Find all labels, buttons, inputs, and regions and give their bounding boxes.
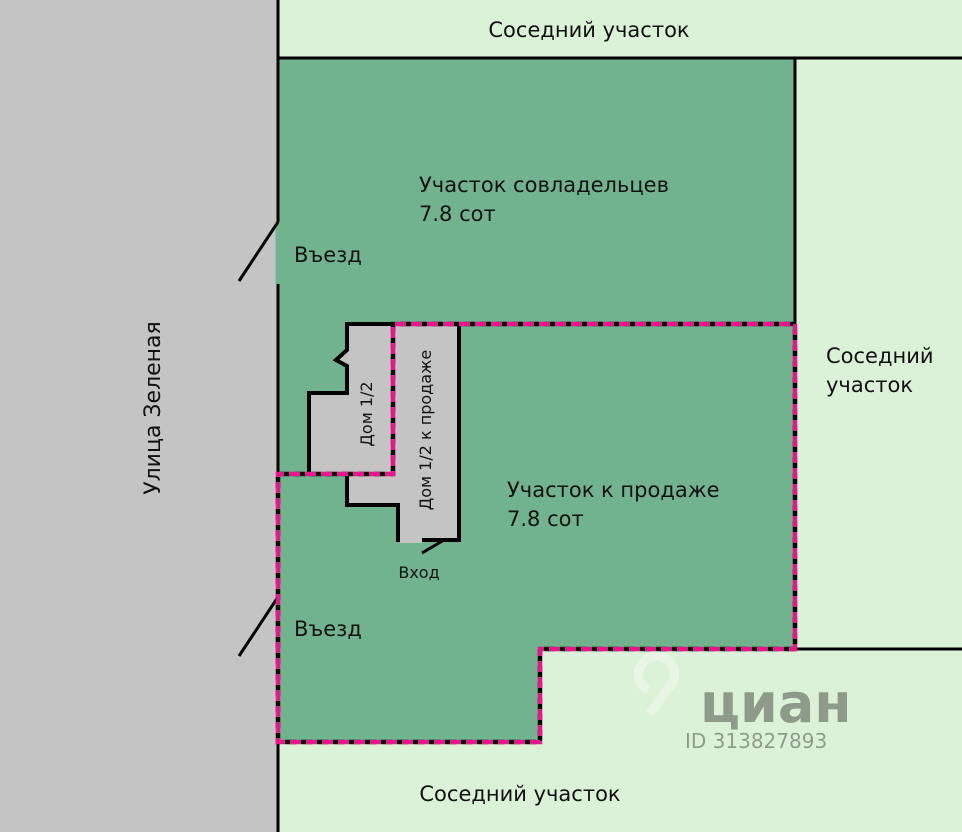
street-area [0, 0, 278, 832]
house-door-gap [400, 538, 422, 543]
entrance-upper-label: Въезд [294, 243, 362, 267]
house-half-label: Дом 1/2 [357, 381, 376, 446]
sale-plot-area: 7.8 сот [507, 507, 584, 531]
location-pin-icon [634, 651, 679, 717]
neighbor-plot-top [279, 0, 962, 58]
entrance-lower-label: Въезд [294, 617, 362, 641]
sale-plot-title: Участок к продаже [507, 478, 720, 502]
gate-leaf-lower [237, 596, 280, 657]
neighbor-top-label: Соседний участок [488, 18, 689, 42]
main-plot-area [279, 58, 795, 742]
house-door-leaf [421, 538, 445, 555]
co-owners-plot-title: Участок совладельцев [419, 173, 669, 197]
neighbor-bottom-label: Соседний участок [419, 782, 620, 806]
house-sale-half-label: Дом 1/2 к продаже [416, 350, 435, 511]
cian-watermark: циан ID 313827893 [634, 651, 852, 753]
street-label: Улица Зеленая [141, 321, 166, 495]
watermark-id: ID 313827893 [685, 729, 827, 753]
sale-boundary-line [275, 321, 798, 745]
neighbor-plot-right [795, 58, 962, 649]
co-owners-plot-area: 7.8 сот [419, 202, 496, 226]
neighbor-right-label-line2: участок [826, 373, 913, 397]
gate-opening-upper [275, 222, 281, 284]
gate-leaf-upper [237, 221, 280, 282]
door-label: Вход [398, 563, 439, 582]
watermark-brand: циан [700, 672, 852, 735]
neighbor-right-label-line1: Соседний [826, 344, 934, 368]
